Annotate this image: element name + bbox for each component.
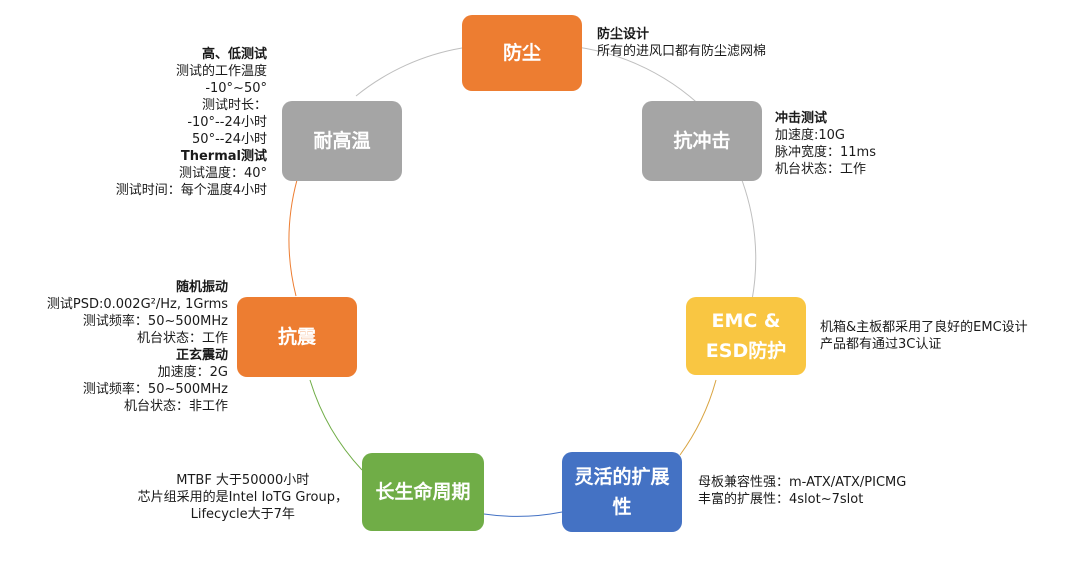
note-vibration-title-2: 正玄震动 bbox=[175, 348, 228, 363]
note-dustproof: 防尘设计 所有的进风口都有防尘滤网棉 bbox=[597, 26, 766, 60]
arc-shock-to-emc bbox=[739, 174, 757, 301]
note-lifecycle-line: MTBF 大于50000小时 bbox=[176, 473, 310, 488]
arc-lifecycle-to-vibration bbox=[309, 379, 363, 471]
node-vibration-resistance: 抗震 bbox=[237, 297, 357, 377]
note-vibration-line: 测试PSD:0.002G²/Hz, 1Grms bbox=[46, 297, 228, 312]
note-temperature-line: 测试时间：每个温度4小时 bbox=[115, 183, 267, 198]
node-high-temperature: 耐高温 bbox=[282, 101, 402, 181]
note-lifecycle-line: Lifecycle大于7年 bbox=[190, 507, 295, 522]
node-shock-label: 抗冲击 bbox=[673, 130, 731, 152]
node-lifecycle-label: 长生命周期 bbox=[375, 481, 471, 503]
arc-emc-to-expansion bbox=[679, 379, 717, 456]
note-temperature-line: -10°--24小时 bbox=[187, 115, 267, 130]
node-flexible-expansion: 灵活的扩展 性 bbox=[562, 452, 682, 532]
note-expansion-line: 母板兼容性强：m-ATX/ATX/PICMG bbox=[698, 475, 907, 490]
note-temperature-title-1: 高、低测试 bbox=[201, 47, 267, 62]
note-emc: 机箱&主板都采用了良好的EMC设计 产品都有通过3C认证 bbox=[820, 319, 1028, 353]
node-temperature-label: 耐高温 bbox=[313, 130, 371, 152]
arc-vibration-to-temperature bbox=[288, 179, 298, 297]
note-lifecycle: MTBF 大于50000小时 芯片组采用的是Intel IoTG Group， … bbox=[138, 472, 348, 523]
note-vibration: 随机振动 测试PSD:0.002G²/Hz, 1Grms 测试频率：50~500… bbox=[47, 279, 228, 415]
note-temperature: 高、低测试 测试的工作温度 -10°~50° 测试时长： -10°--24小时 … bbox=[116, 46, 267, 199]
note-shock-line: 脉冲宽度：11ms bbox=[775, 145, 876, 160]
note-vibration-title-1: 随机振动 bbox=[175, 280, 228, 295]
note-temperature-line: 测试温度：40° bbox=[178, 166, 267, 181]
note-shock-line: 加速度:10G bbox=[775, 128, 845, 143]
node-expansion-label-2: 性 bbox=[612, 496, 632, 518]
note-shock-line: 机台状态：工作 bbox=[775, 162, 867, 177]
note-emc-line: 产品都有通过3C认证 bbox=[820, 337, 942, 352]
arc-temperature-to-dust bbox=[355, 47, 463, 97]
note-temperature-line: 测试的工作温度 bbox=[175, 64, 267, 79]
note-dustproof-title: 防尘设计 bbox=[597, 27, 650, 42]
note-expansion-line: 丰富的扩展性：4slot~7slot bbox=[698, 492, 864, 507]
arc-expansion-to-lifecycle bbox=[483, 511, 563, 517]
note-emc-line: 机箱&主板都采用了良好的EMC设计 bbox=[820, 320, 1028, 335]
node-dustproof-label: 防尘 bbox=[502, 42, 541, 64]
note-dustproof-line: 所有的进风口都有防尘滤网棉 bbox=[597, 44, 767, 59]
note-vibration-line: 测试频率：50~500MHz bbox=[82, 382, 228, 397]
note-vibration-line: 加速度：2G bbox=[157, 365, 228, 380]
node-shock-resistance: 抗冲击 bbox=[642, 101, 762, 181]
note-temperature-title-2: Thermal测试 bbox=[180, 149, 267, 164]
note-temperature-line: 50°--24小时 bbox=[192, 132, 267, 147]
note-shock: 冲击测试 加速度:10G 脉冲宽度：11ms 机台状态：工作 bbox=[775, 110, 876, 178]
note-temperature-line: 测试时长： bbox=[201, 98, 267, 113]
node-emc-esd: EMC & ESD防护 bbox=[686, 297, 806, 375]
note-shock-title: 冲击测试 bbox=[775, 111, 828, 126]
node-long-lifecycle: 长生命周期 bbox=[362, 453, 484, 531]
note-lifecycle-line: 芯片组采用的是Intel IoTG Group， bbox=[137, 490, 348, 505]
note-vibration-line: 机台状态：非工作 bbox=[123, 399, 228, 414]
node-vibration-label: 抗震 bbox=[277, 326, 316, 348]
note-vibration-line: 机台状态：工作 bbox=[136, 331, 228, 346]
node-emc-label-2: ESD防护 bbox=[705, 340, 787, 362]
note-expansion: 母板兼容性强：m-ATX/ATX/PICMG 丰富的扩展性：4slot~7slo… bbox=[698, 474, 906, 508]
node-dustproof: 防尘 bbox=[462, 15, 582, 91]
note-vibration-line: 测试频率：50~500MHz bbox=[82, 314, 228, 329]
node-emc-label-1: EMC & bbox=[711, 310, 781, 332]
note-temperature-line: -10°~50° bbox=[205, 81, 267, 96]
node-expansion-label-1: 灵活的扩展 bbox=[574, 466, 670, 488]
